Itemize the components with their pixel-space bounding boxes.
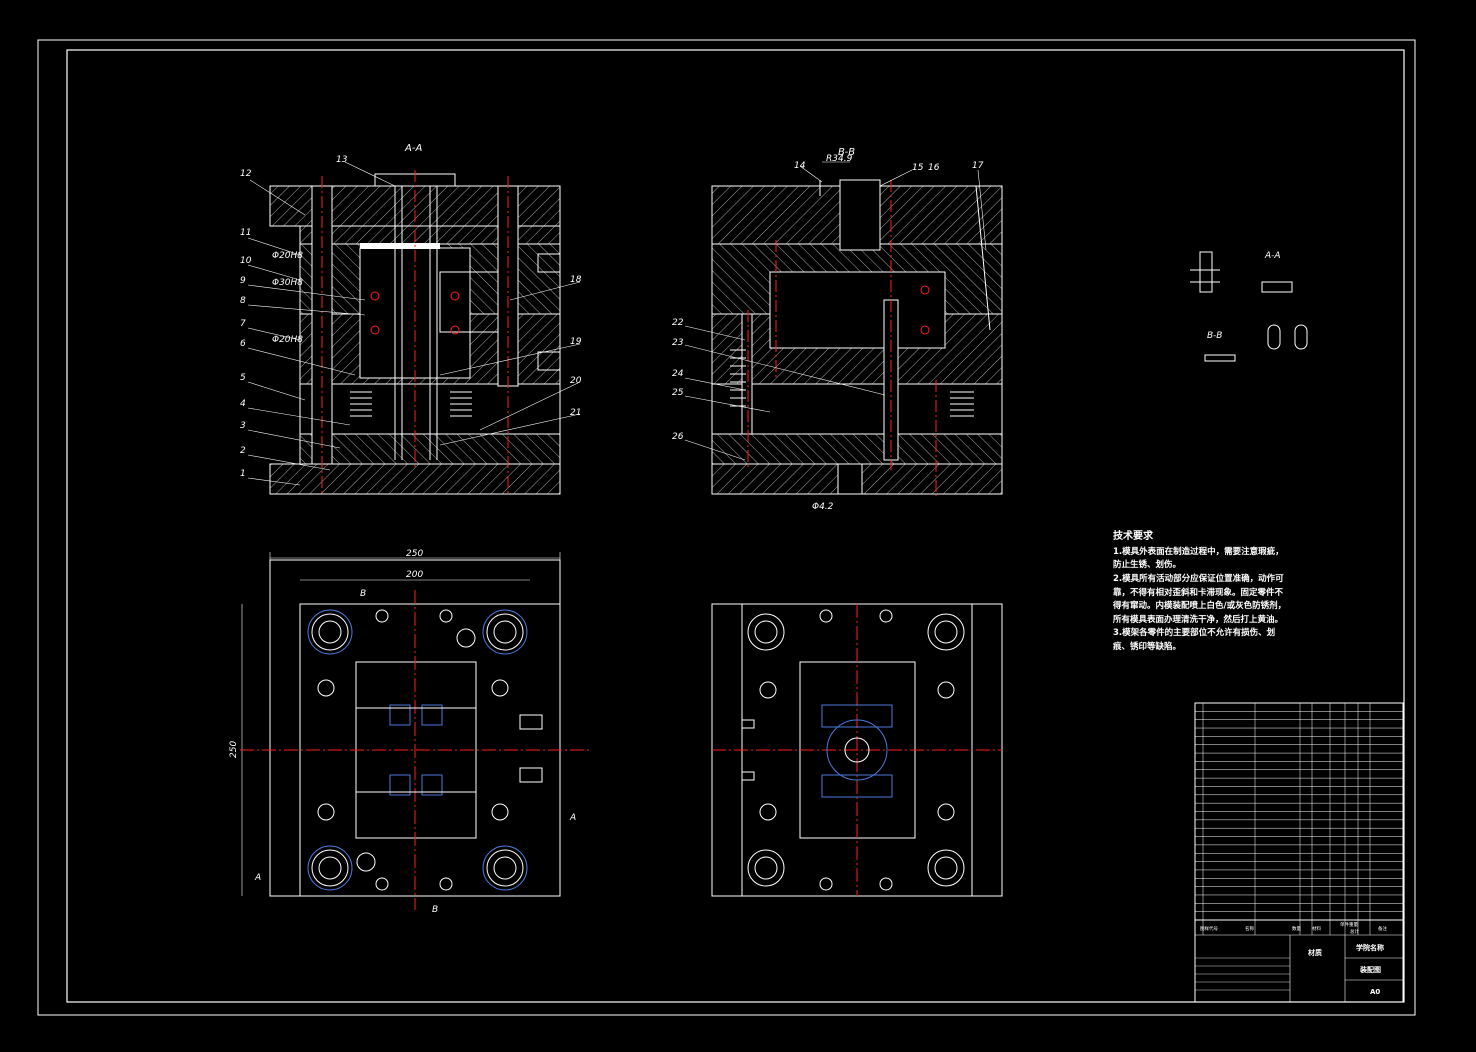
part-label: 24 <box>672 369 684 379</box>
detail-title: A-A <box>1264 251 1281 261</box>
part-label: 10 <box>240 256 252 266</box>
part-label: 1 <box>240 469 246 479</box>
part-label: 5 <box>240 373 246 383</box>
section-bb-title: B-B <box>838 147 855 158</box>
part-label: 21 <box>570 408 581 418</box>
section-aa-view: A-A <box>240 143 582 496</box>
dim-label: R34.9 <box>826 154 853 164</box>
tech-line: 痕、锈印等缺陷。 <box>1112 641 1181 652</box>
bom-header: 单件重量 <box>1340 921 1358 928</box>
bom-header: 数量 <box>1292 925 1301 932</box>
part-label: 6 <box>240 339 246 349</box>
tech-line: 2.模具所有活动部分应保证位置准确，动作可 <box>1113 573 1284 584</box>
product-detail-views: A-A B-B <box>1190 251 1308 362</box>
bom-header: 总计 <box>1350 928 1359 935</box>
inner-border <box>66 49 1405 1003</box>
tech-line: 防止生锈、划伤。 <box>1113 559 1181 570</box>
part-label: 19 <box>570 337 582 347</box>
part-label: 15 <box>912 163 924 173</box>
dim-height: 250 <box>229 741 239 758</box>
part-label: 16 <box>928 163 940 173</box>
part-label: 18 <box>570 275 582 285</box>
part-label: 12 <box>240 169 252 179</box>
drawing-name: 装配图 <box>1359 965 1381 974</box>
section-aa-title: A-A <box>404 143 422 154</box>
part-label: 8 <box>240 296 246 306</box>
dim-label: Φ4.2 <box>812 502 834 512</box>
bom-header: 备注 <box>1378 925 1387 932</box>
section-mark: A <box>569 813 576 823</box>
part-label: 4 <box>240 399 246 409</box>
section-mark: B <box>432 905 438 915</box>
tech-line: 得有窜动。内模装配喷上白色/或灰色防锈剂， <box>1112 600 1286 611</box>
plan-view-fixed-half <box>711 603 1003 897</box>
outer-border <box>37 39 1416 1016</box>
detail-title: B-B <box>1207 331 1222 341</box>
tech-line: 1.模具外表面在制造过程中，需要注意瑕疵， <box>1113 546 1284 557</box>
part-label: 26 <box>672 432 684 442</box>
bom-header: 名称 <box>1245 925 1254 932</box>
dim-label: Φ20H8 <box>272 335 303 345</box>
section-mark: A <box>254 873 261 883</box>
part-label: 25 <box>672 388 684 398</box>
sheet-size: A0 <box>1370 988 1380 996</box>
part-label: 9 <box>240 276 246 286</box>
section-bb-view: B-B R34.9 Φ4.2 <box>672 147 1003 512</box>
part-label: 2 <box>240 446 246 456</box>
tech-line: 所有模具表面办理清洗干净，然后打上黄油。 <box>1112 614 1283 625</box>
plan-view-moving-half: 250 200 250 B A B A <box>229 549 590 915</box>
part-label: 22 <box>672 318 684 328</box>
bom-header: 材料 <box>1312 925 1321 932</box>
tech-requirements: 技术要求 1.模具外表面在制造过程中，需要注意瑕疵， 防止生锈、划伤。 2.模具… <box>1112 529 1286 652</box>
dim-label: Φ30H8 <box>272 278 303 288</box>
material-label: 材质 <box>1307 948 1322 957</box>
part-label: 3 <box>240 421 246 431</box>
part-label: 20 <box>570 376 582 386</box>
tech-line: 3.模架各零件的主要部位不允许有损伤、划 <box>1113 627 1275 638</box>
part-label: 17 <box>972 161 984 171</box>
part-label: 13 <box>336 155 348 165</box>
bom-header: 图样代号 <box>1200 925 1218 932</box>
bom-table <box>1194 702 1404 935</box>
tech-heading: 技术要求 <box>1113 529 1154 542</box>
school-name: 学院名称 <box>1356 943 1384 952</box>
part-label: 23 <box>672 338 684 348</box>
part-label: 11 <box>240 228 251 238</box>
title-block: 图样代号 名称 数量 材料 单件重量 总计 备注 材质 学院名称 装配图 A0 <box>1194 919 1404 1003</box>
dim-width-inner: 200 <box>406 570 423 580</box>
section-mark: B <box>360 589 366 599</box>
part-label: 14 <box>794 161 806 171</box>
dim-label: Φ20H8 <box>272 251 303 261</box>
part-label: 7 <box>240 319 246 329</box>
dim-width-outer: 250 <box>406 549 423 559</box>
tech-line: 靠，不得有相对歪斜和卡滞现象。固定零件不 <box>1113 587 1284 598</box>
